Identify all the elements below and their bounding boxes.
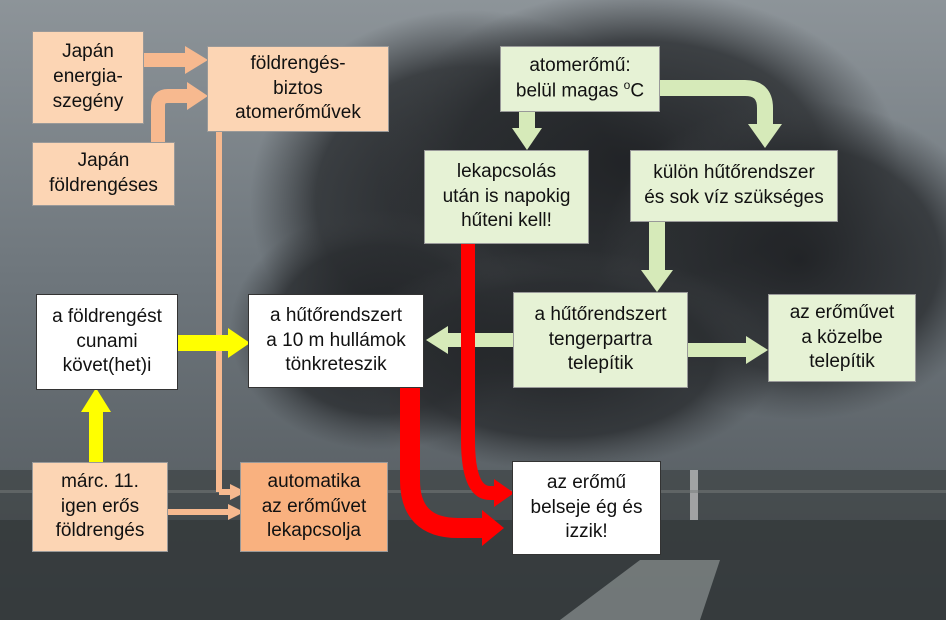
box-line: telepítik <box>809 351 875 373</box>
box-line: tönkreteszik <box>285 354 387 376</box>
box-line: atomerőmű: <box>529 54 631 76</box>
box-line: és sok víz szükséges <box>644 187 824 208</box>
box-line: lekapcsolja <box>267 520 361 542</box>
celsius-unit: C <box>630 80 645 102</box>
box-line: izzik! <box>565 521 608 543</box>
peach-arrows <box>143 46 246 520</box>
red-arrows <box>400 244 514 546</box>
box-waves-destroy-cooling: a hűtőrendszert a 10 m hullámok tönkrete… <box>248 294 424 388</box>
green-arrows <box>426 80 782 364</box>
box-separate-cooling: külön hűtőrendszer és sok víz szükséges <box>630 150 838 222</box>
box-plant-high-temp: atomerőmű: belül magas oC <box>500 46 660 112</box>
box-line: atomerőművek <box>235 102 361 124</box>
box-line: márc. 11. <box>61 470 139 492</box>
box-line: belseje ég és <box>530 496 643 518</box>
box-line: az erőművet <box>261 495 367 517</box>
box-line: után is napokig <box>442 185 571 207</box>
box-cooling-at-shore: a hűtőrendszert tengerpartra telepítik <box>513 292 688 388</box>
box-automatic-shutdown: automatika az erőművet lekapcsolja <box>240 462 388 552</box>
box-plant-burns: az erőmű belseje ég és izzik! <box>512 461 661 555</box>
box-earthquake-proof-plants: földrengés- biztos atomerőművek <box>207 46 389 132</box>
box-line: hűteni kell! <box>461 210 552 232</box>
box-line: a hűtőrendszert <box>269 304 403 326</box>
box-line: az erőművet <box>789 301 895 323</box>
box-line: igen erős <box>60 495 140 517</box>
box-line: az erőmű <box>546 471 627 493</box>
box-line: földrengés <box>55 520 145 542</box>
box-line: Japán <box>77 150 130 172</box>
box-line: tengerpartra <box>548 328 653 350</box>
box-plant-nearby: az erőművet a közelbe telepítik <box>768 294 916 382</box>
box-line-with-degree: belül magas oC <box>516 78 644 104</box>
box-line: Japán <box>62 41 114 63</box>
box-line: követ(het)i <box>62 355 152 377</box>
box-line: szegény <box>52 90 124 112</box>
box-japan-earthquake-prone: Japán földrengéses <box>32 142 175 206</box>
box-line: külön hűtőrendszer <box>653 162 815 184</box>
box-line: a hűtőrendszert <box>534 303 667 325</box>
box-line: cunami <box>76 330 138 352</box>
box-line: a közelbe <box>801 326 883 348</box>
box-line: energia- <box>53 66 123 88</box>
box-line: a 10 m hullámok <box>266 329 406 351</box>
box-march-11-quake: márc. 11. igen erős földrengés <box>32 462 168 552</box>
box-tsunami-follows: a földrengést cunami követ(het)i <box>36 294 178 390</box>
box-line: a földrengést <box>52 305 162 327</box>
degree-superscript: o <box>623 78 631 93</box>
yellow-arrows <box>81 328 250 462</box>
box-line: földrengéses <box>49 175 158 196</box>
box-line: földrengés- <box>250 52 346 74</box>
box-japan-energy-poor: Japán energia- szegény <box>32 31 144 124</box>
box-cooling-after-shutdown: lekapcsolás után is napokig hűteni kell! <box>424 150 589 244</box>
box-line: lekapcsolás <box>456 160 557 182</box>
box-line: automatika <box>267 470 361 492</box>
box-line: telepítik <box>567 353 634 375</box>
box-line: biztos <box>273 77 323 99</box>
box-line-text: belül magas <box>515 80 624 102</box>
